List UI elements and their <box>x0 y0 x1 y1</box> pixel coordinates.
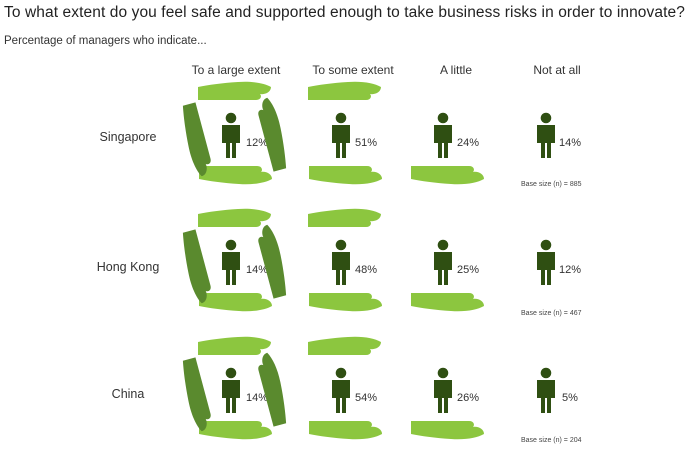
hand-bottom-icon-singapore-large-extent <box>199 166 272 185</box>
hand-bottom-icon-singapore-some-extent <box>309 166 382 185</box>
hand-top-icon-china-some-extent <box>308 336 381 355</box>
hand-top-icon-hong-kong-some-extent <box>308 208 381 227</box>
row-label-china: China <box>111 387 145 401</box>
person-icon-china-a-little <box>434 367 452 413</box>
person-icon-china-not-at-all <box>537 367 555 413</box>
row-label-hong-kong: Hong Kong <box>96 260 160 274</box>
hand-right-icon-hong-kong-large-extent <box>254 223 292 299</box>
hand-top-icon-china-large-extent <box>198 336 271 355</box>
column-header-large-extent: To a large extent <box>191 63 281 77</box>
person-icon-hong-kong-not-at-all <box>537 239 555 285</box>
value-singapore-some-extent: 51% <box>355 137 378 149</box>
value-singapore-a-little: 24% <box>457 137 480 149</box>
person-icon-singapore-a-little <box>434 112 452 158</box>
hand-bottom-icon-hong-kong-a-little <box>411 293 484 312</box>
chart-subtitle: Percentage of managers who indicate... <box>4 35 207 47</box>
hand-bottom-icon-china-some-extent <box>309 421 382 440</box>
base-size-hong-kong: Base size (n) = 467 <box>521 310 582 317</box>
value-singapore-not-at-all: 14% <box>559 137 582 149</box>
person-icon-china-large-extent <box>222 367 240 413</box>
hand-bottom-icon-china-a-little <box>411 421 484 440</box>
row-label-singapore: Singapore <box>99 130 157 144</box>
person-icon-singapore-not-at-all <box>537 112 555 158</box>
hand-bottom-icon-hong-kong-some-extent <box>309 293 382 312</box>
base-size-singapore: Base size (n) = 885 <box>521 181 582 188</box>
value-hong-kong-some-extent: 48% <box>355 264 378 276</box>
person-icon-hong-kong-a-little <box>434 239 452 285</box>
value-china-a-little: 26% <box>457 392 480 404</box>
hand-bottom-icon-hong-kong-large-extent <box>199 293 272 312</box>
person-icon-singapore-some-extent <box>332 112 350 158</box>
hand-top-icon-hong-kong-large-extent <box>198 208 271 227</box>
hand-top-icon-singapore-some-extent <box>308 81 381 100</box>
value-china-some-extent: 54% <box>355 392 378 404</box>
value-hong-kong-large-extent: 14% <box>246 264 269 276</box>
column-header-a-little: A little <box>439 63 473 77</box>
person-icon-hong-kong-some-extent <box>332 239 350 285</box>
hand-bottom-icon-singapore-a-little <box>411 166 484 185</box>
column-header-not-at-all: Not at all <box>533 63 581 77</box>
value-hong-kong-a-little: 25% <box>457 264 480 276</box>
hand-right-icon-singapore-large-extent <box>254 96 292 172</box>
value-hong-kong-not-at-all: 12% <box>559 264 582 276</box>
hand-top-icon-singapore-large-extent <box>198 81 271 100</box>
base-size-china: Base size (n) = 204 <box>521 437 582 444</box>
value-china-large-extent: 14% <box>246 392 269 404</box>
person-icon-hong-kong-large-extent <box>222 239 240 285</box>
chart-title: To what extent do you feel safe and supp… <box>4 4 685 21</box>
hand-bottom-icon-china-large-extent <box>199 421 272 440</box>
person-icon-china-some-extent <box>332 367 350 413</box>
value-singapore-large-extent: 12% <box>246 137 269 149</box>
hand-right-icon-china-large-extent <box>254 351 292 427</box>
value-china-not-at-all: 5% <box>562 392 578 404</box>
column-header-some-extent: To some extent <box>312 63 394 77</box>
person-icon-singapore-large-extent <box>222 112 240 158</box>
